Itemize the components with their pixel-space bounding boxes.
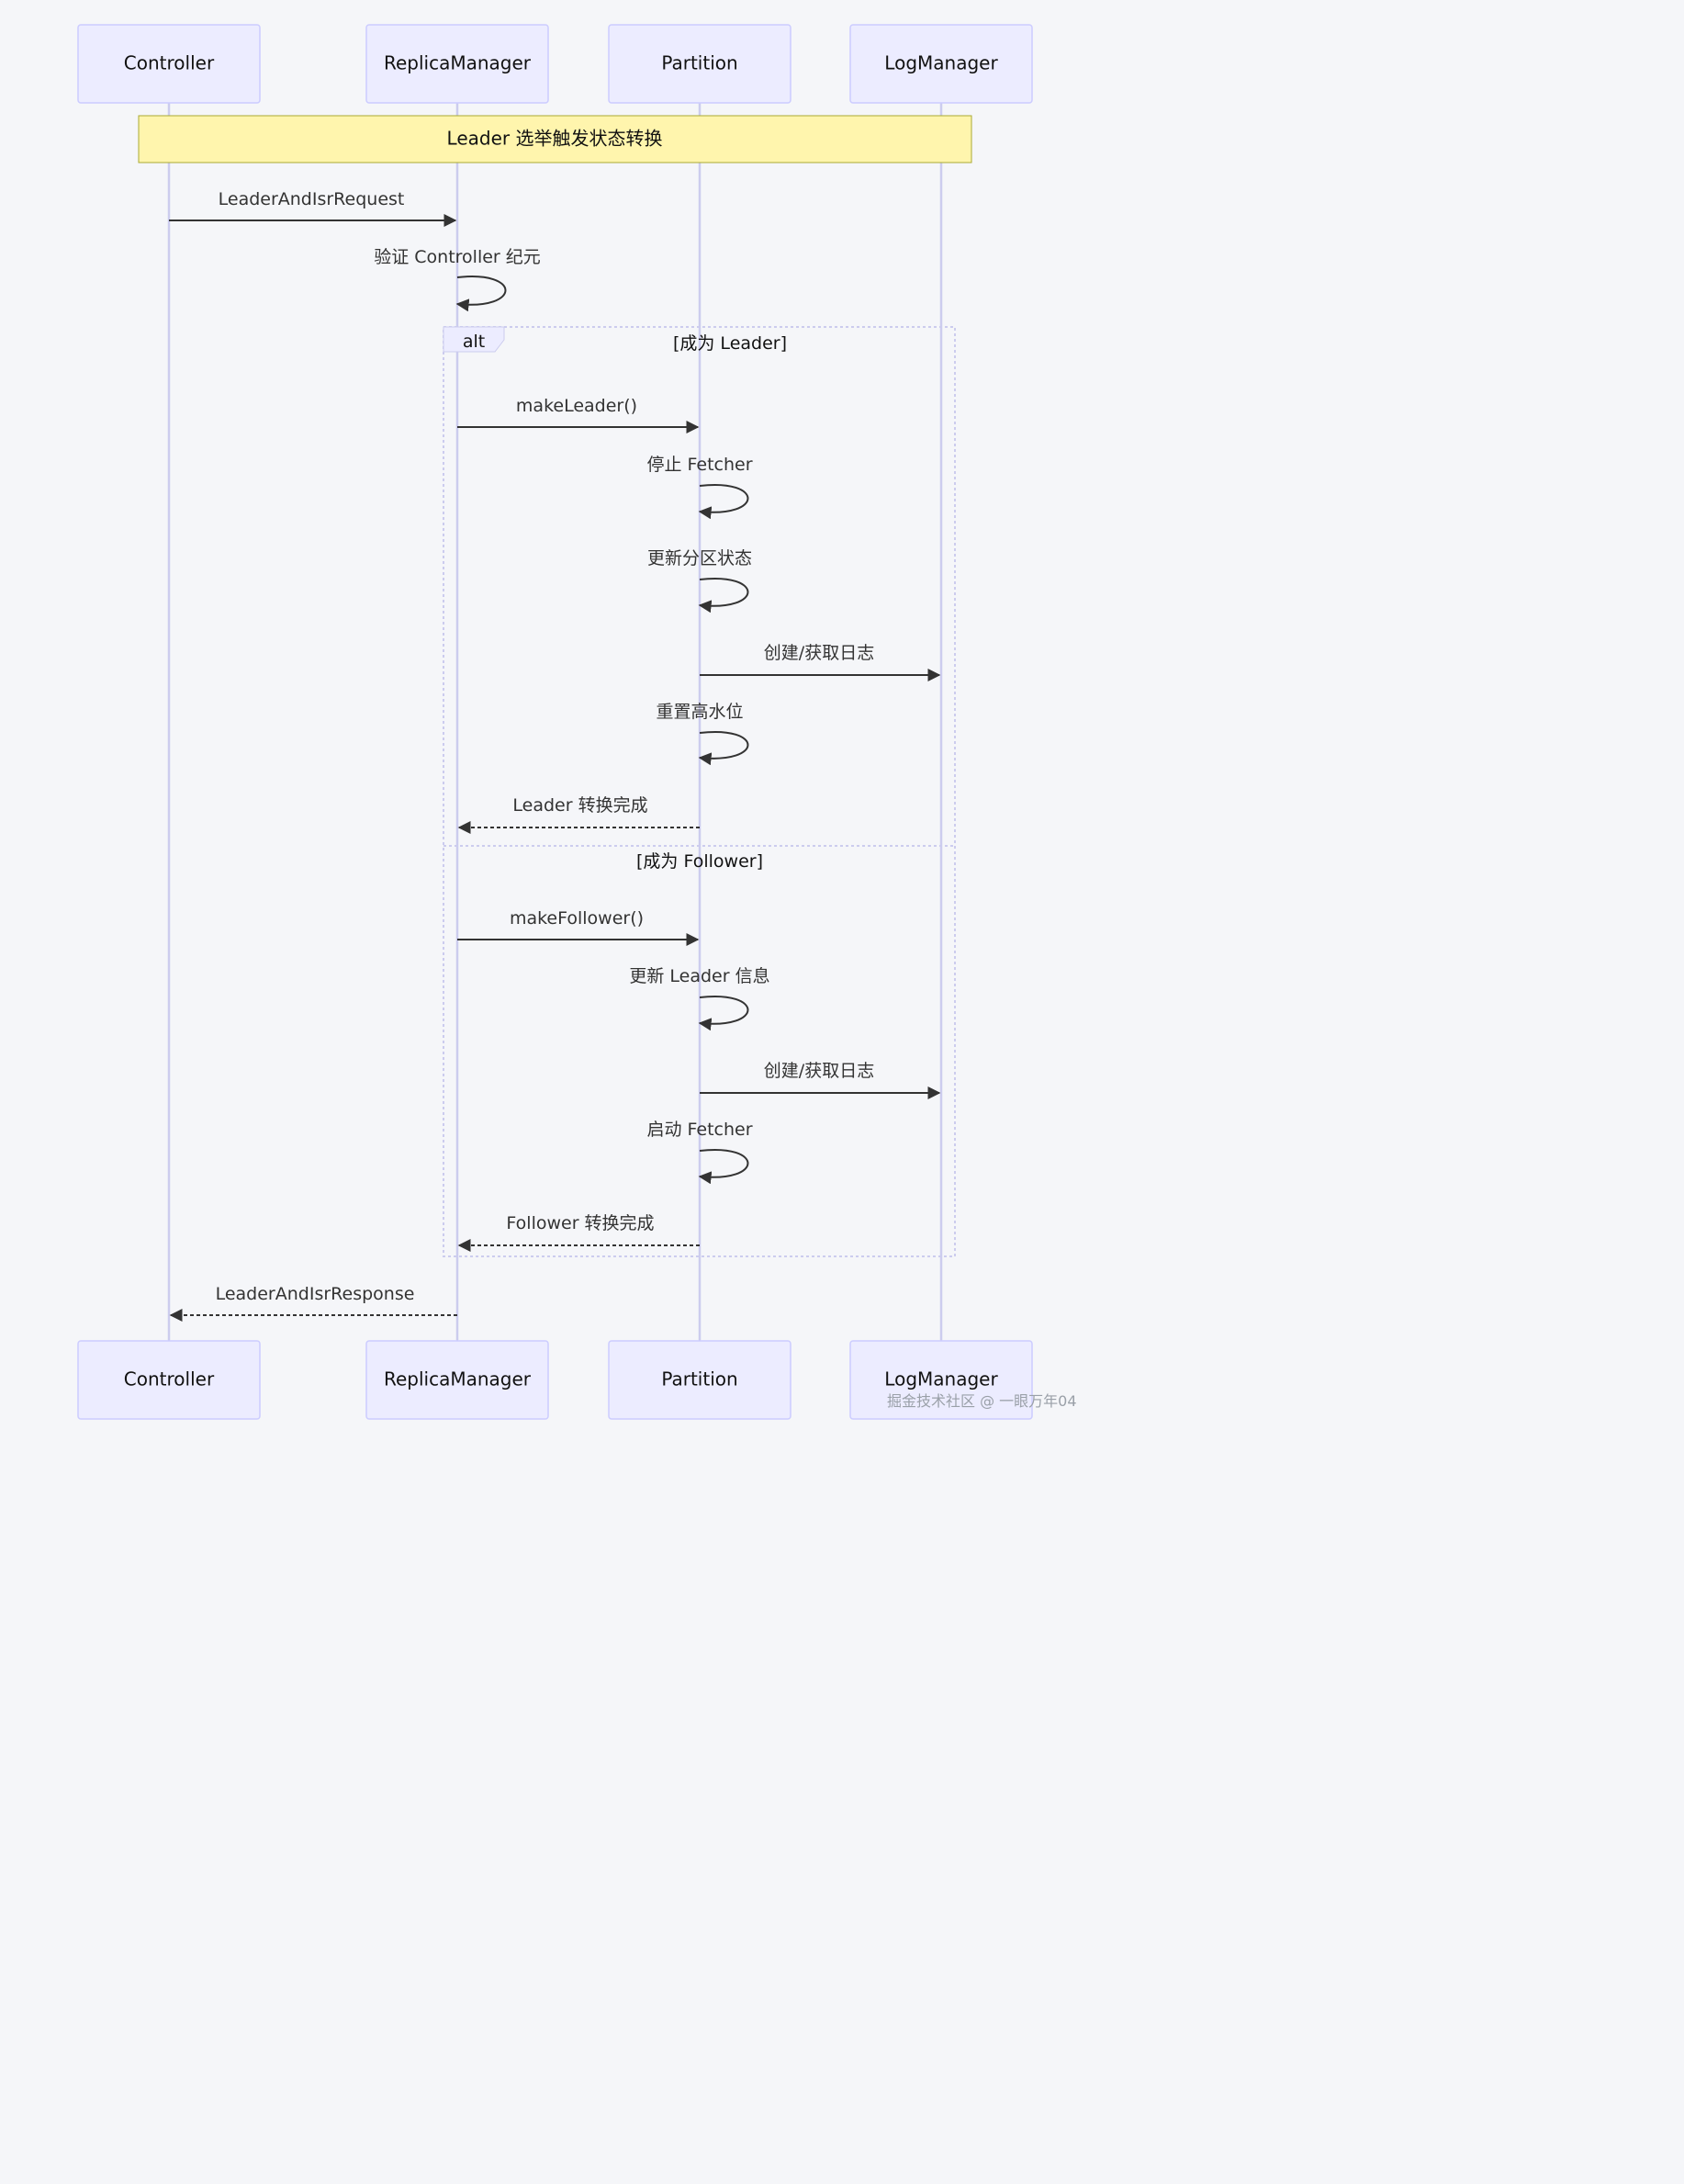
actor-label: Partition	[661, 1368, 737, 1390]
self-message-arrow	[698, 731, 749, 766]
sequence-diagram: Controller ReplicaManager Partition LogM…	[77, 24, 1033, 1420]
actor-label: LogManager	[884, 52, 998, 74]
message-label: 启动 Fetcher	[646, 1120, 752, 1140]
note-text: Leader 选举触发状态转换	[447, 128, 663, 150]
message-label: 验证 Controller 纪元	[374, 247, 541, 267]
alt-label-tab	[443, 326, 505, 353]
message-label: 创建/获取日志	[764, 643, 874, 663]
actor-replicamanager-top: ReplicaManager	[365, 24, 549, 104]
alt-frame: alt [成为 Leader] [成为 Follower]	[443, 326, 956, 1257]
self-message-arrow	[698, 1149, 749, 1185]
actor-label: Controller	[124, 1368, 215, 1390]
actor-partition-bottom: Partition	[608, 1340, 791, 1420]
message-label: makeFollower()	[510, 908, 644, 929]
message-label: Leader 转换完成	[512, 795, 647, 816]
self-message-arrow	[698, 484, 749, 520]
alt-condition-follower: [成为 Follower]	[636, 851, 763, 872]
actor-label: ReplicaManager	[384, 1368, 532, 1390]
note-box: Leader 选举触发状态转换	[138, 115, 972, 163]
actor-partition-top: Partition	[608, 24, 791, 104]
alt-keyword: alt	[463, 332, 485, 352]
self-message-arrow	[698, 578, 749, 614]
actor-logmanager-top: LogManager	[849, 24, 1033, 104]
message-label: 重置高水位	[656, 702, 743, 722]
message-label: 更新 Leader 信息	[629, 966, 769, 986]
actor-controller-bottom: Controller	[77, 1340, 261, 1420]
actor-label: Controller	[124, 52, 215, 74]
message-label: LeaderAndIsrResponse	[216, 1284, 415, 1304]
actor-logmanager-bottom: LogManager	[849, 1340, 1033, 1420]
self-message-arrow	[455, 276, 507, 312]
message-label: Follower 转换完成	[506, 1213, 654, 1233]
actor-label: ReplicaManager	[384, 52, 532, 74]
actor-label: Partition	[661, 52, 737, 74]
message-label: makeLeader()	[516, 396, 637, 416]
self-message-arrow	[698, 996, 749, 1031]
message-label: 停止 Fetcher	[646, 455, 752, 475]
watermark: 掘金技术社区 @ 一眼万年04	[887, 1392, 1077, 1410]
actor-replicamanager-bottom: ReplicaManager	[365, 1340, 549, 1420]
message-label: 更新分区状态	[647, 548, 752, 569]
message-label: 创建/获取日志	[764, 1061, 874, 1081]
message-label: LeaderAndIsrRequest	[219, 189, 405, 209]
alt-condition-leader: [成为 Leader]	[673, 333, 787, 354]
actor-label: LogManager	[884, 1368, 998, 1390]
actor-controller-top: Controller	[77, 24, 261, 104]
